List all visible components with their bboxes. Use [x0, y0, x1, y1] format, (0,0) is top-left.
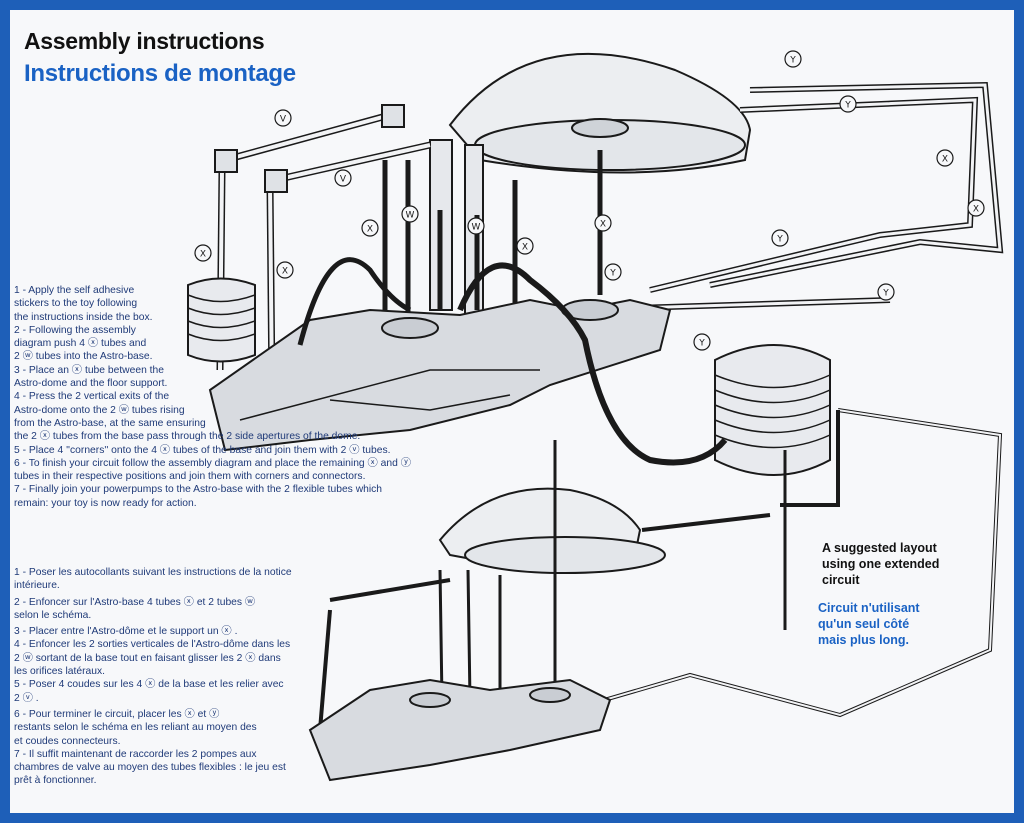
- tube-marker-label: V: [280, 115, 287, 125]
- tube-marker-label: W: [472, 223, 481, 233]
- instruction-line: 1 - Poser les autocollants suivant les i…: [14, 567, 292, 578]
- title-english: Assembly instructions: [24, 28, 265, 54]
- assembly-illustration: V V X X X W W X X Y Y Y X X Y Y Y: [187, 50, 1004, 782]
- layout-note-line: Circuit n'utilisant: [818, 601, 920, 615]
- instruction-line: 6 - Pour terminer le circuit, placer les…: [14, 708, 220, 720]
- astro-base-large: [208, 298, 672, 452]
- instruction-line: diagram push 4 ⓧ tubes and: [14, 338, 147, 350]
- instruction-line: 6 - To finish your circuit follow the as…: [14, 457, 412, 469]
- instruction-line: les orifices latéraux.: [14, 666, 105, 678]
- tube-marker-label: V: [340, 175, 347, 185]
- instruction-line: 1 - Apply the self adhesive: [14, 285, 135, 296]
- layout-note-line: mais plus long.: [818, 633, 909, 647]
- tube-marker-label: X: [200, 250, 206, 260]
- instruction-line: selon le schéma.: [14, 609, 92, 621]
- tube-marker-label: X: [600, 220, 606, 230]
- instruction-line: 2 ⓦ tubes into the Astro-base.: [14, 351, 153, 363]
- instruction-line: the 2 ⓧ tubes from the base pass through…: [14, 431, 361, 443]
- instruction-line: from the Astro-base, at the same ensurin…: [14, 417, 206, 429]
- instruction-line: 4 - Enfoncer les 2 sorties verticales de…: [14, 639, 291, 651]
- instruction-line: 3 - Placer entre l'Astro-dôme et le supp…: [14, 626, 238, 638]
- instruction-line: Astro-dome onto the 2 ⓦ tubes rising: [14, 404, 185, 416]
- layout-note-line: circuit: [822, 573, 860, 587]
- tube-marker-label: X: [367, 225, 373, 235]
- instruction-line: remain: your toy is now ready for action…: [14, 497, 197, 509]
- tube-marker-label: Y: [609, 269, 616, 279]
- instruction-line: 5 - Poser 4 coudes sur les 4 ⓧ de la bas…: [14, 679, 284, 691]
- tube-markers: [194, 50, 985, 351]
- layout-note-french: Circuit n'utilisant qu'un seul côté mais…: [818, 600, 920, 648]
- tube-marker-label: Y: [882, 289, 889, 299]
- instruction-line: 7 - Finally join your powerpumps to the …: [14, 484, 383, 496]
- tube-marker-label: Y: [789, 56, 796, 66]
- title-french: Instructions de montage: [24, 60, 296, 87]
- tube-marker-label: Y: [698, 339, 705, 349]
- astro-base-small: [308, 678, 612, 782]
- tube-marker-label: X: [522, 243, 528, 253]
- instruction-line: 4 - Press the 2 vertical exits of the: [14, 391, 170, 403]
- layout-note-line: A suggested layout: [822, 541, 937, 555]
- layout-note-line: using one extended: [822, 557, 940, 571]
- instruction-line: prêt à fonctionner.: [14, 775, 97, 787]
- layout-note-line: qu'un seul côté: [818, 617, 910, 631]
- tube-marker-label: X: [942, 155, 948, 165]
- tube-marker-label: Y: [776, 235, 783, 245]
- instruction-line: Astro-dome and the floor support.: [14, 378, 168, 390]
- instruction-line: 2 ⓥ .: [14, 692, 39, 704]
- instruction-line: intérieure.: [14, 580, 60, 592]
- power-pump-right: [714, 344, 831, 476]
- instruction-line: chambres de valve au moyen des tubes fle…: [14, 762, 286, 774]
- tube-marker-label: W: [406, 211, 415, 221]
- instruction-line: 2 - Following the assembly: [14, 324, 136, 336]
- instruction-line: 7 - Il suffit maintenant de raccorder le…: [14, 748, 257, 760]
- tube-marker-label: Y: [844, 101, 851, 111]
- instruction-line: 2 ⓦ sortant de la base tout en faisant g…: [14, 652, 281, 664]
- instruction-line: the instructions inside the box.: [14, 311, 153, 323]
- instructions-french: 1 - Poser les autocollants suivant les i…: [14, 566, 292, 788]
- instruction-line: et coudes connecteurs.: [14, 735, 121, 747]
- small-layout-diagram: [308, 408, 1003, 782]
- instruction-line: tubes in their respective positions and …: [14, 471, 366, 483]
- instruction-line: stickers to the toy following: [14, 298, 138, 310]
- layout-note-english: A suggested layout using one extended ci…: [822, 540, 939, 588]
- tube-marker-label: X: [973, 205, 979, 215]
- instruction-line: restants selon le schéma en les reliant …: [14, 722, 257, 734]
- tube-marker-label: X: [282, 267, 288, 277]
- instruction-line: 5 - Place 4 ''corners'' onto the 4 ⓧ tub…: [14, 444, 391, 456]
- instruction-line: 2 - Enfoncer sur l'Astro-base 4 tubes ⓧ …: [14, 596, 256, 608]
- large-assembly-diagram: [187, 52, 1004, 476]
- instructions-english: 1 - Apply the self adhesive stickers to t…: [14, 284, 411, 510]
- instruction-line: 3 - Place an ⓧ tube between the: [14, 364, 164, 376]
